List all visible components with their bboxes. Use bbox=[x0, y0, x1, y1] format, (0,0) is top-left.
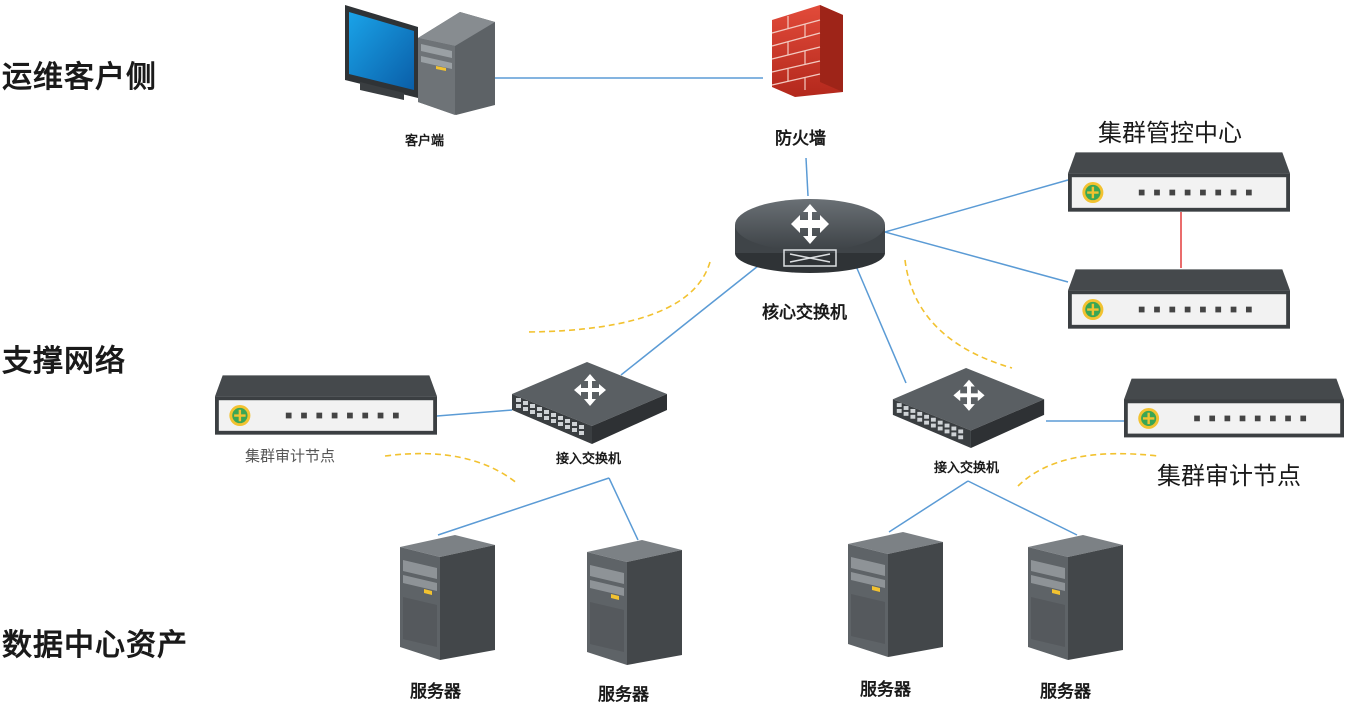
link-access-left-server-1 bbox=[437, 477, 610, 536]
link-core-control-1 bbox=[884, 179, 1069, 233]
link-access-left-server-2 bbox=[608, 477, 639, 541]
link-core-access-right bbox=[855, 265, 907, 384]
server-icon bbox=[1028, 535, 1123, 660]
wave-core-right bbox=[904, 259, 1013, 369]
link-core-access-left bbox=[620, 265, 759, 376]
link-audit-left bbox=[436, 409, 513, 417]
appliance-icon bbox=[1068, 268, 1290, 330]
appliance-icon bbox=[1068, 152, 1290, 212]
appliance-icon bbox=[215, 374, 437, 436]
label-server-4: 服务器 bbox=[1040, 682, 1091, 702]
label-server-3: 服务器 bbox=[860, 680, 911, 700]
computer-icon bbox=[345, 5, 495, 115]
label-cluster-control: 集群管控中心 bbox=[1098, 119, 1242, 147]
label-audit-left: 集群审计节点 bbox=[245, 447, 336, 465]
wave-core-left bbox=[527, 261, 711, 333]
label-server-2: 服务器 bbox=[598, 685, 649, 705]
label-access-switch-right: 接入交换机 bbox=[934, 461, 1000, 476]
label-client: 客户端 bbox=[405, 134, 445, 149]
label-audit-right: 集群审计节点 bbox=[1157, 462, 1301, 490]
section-dc-assets: 数据中心资产 bbox=[2, 628, 188, 663]
link-firewall-core bbox=[805, 157, 809, 197]
firewall-icon bbox=[771, 5, 843, 97]
link-access-right-server-3 bbox=[888, 480, 969, 533]
server-icon bbox=[587, 540, 682, 665]
link-core-control-2 bbox=[884, 231, 1069, 283]
server-icon bbox=[400, 535, 495, 660]
label-access-switch-left: 接入交换机 bbox=[556, 452, 622, 467]
section-ops-client: 运维客户侧 bbox=[2, 60, 157, 95]
switch-icon bbox=[512, 362, 667, 444]
label-firewall: 防火墙 bbox=[775, 129, 826, 149]
link-access-right-server-4 bbox=[967, 480, 1078, 536]
label-core-switch: 核心交换机 bbox=[762, 303, 847, 323]
section-support-network: 支撑网络 bbox=[2, 344, 126, 379]
switch-icon bbox=[892, 368, 1045, 448]
server-icon bbox=[848, 532, 943, 657]
appliance-icon bbox=[1124, 377, 1344, 439]
wave-audit-left bbox=[384, 452, 519, 485]
wave-audit-right bbox=[1017, 452, 1159, 487]
router-icon bbox=[735, 199, 885, 273]
label-server-1: 服务器 bbox=[410, 682, 461, 702]
